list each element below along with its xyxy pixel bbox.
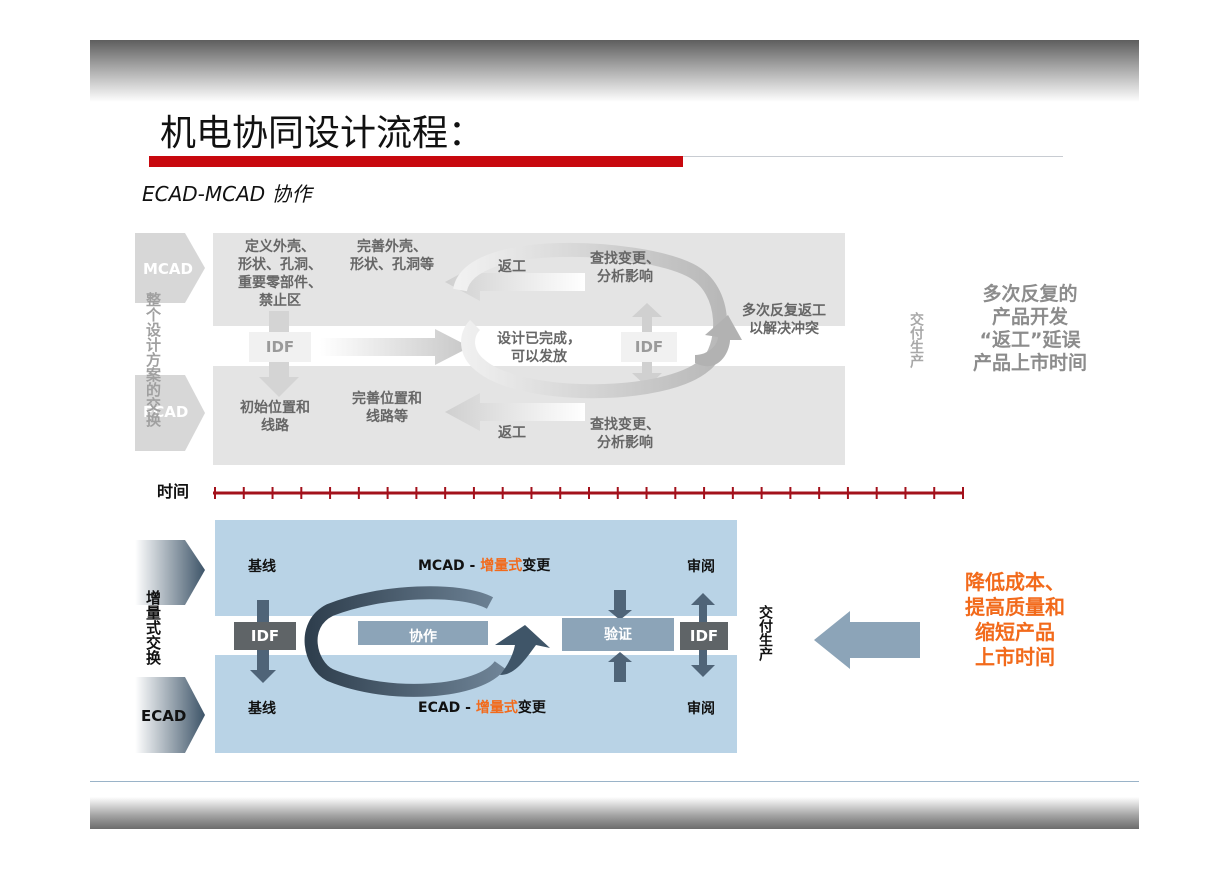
ecad-chevron [135, 375, 205, 451]
find-change-top: 查找变更、 分析影响 [590, 251, 660, 285]
mcad-chevron-blue [135, 540, 205, 605]
ecad-tag-top: ECAD [143, 403, 189, 421]
rework-delay-note: 多次反复的 产品开发 “返工”延误 产品上市时间 [972, 283, 1087, 374]
rework-label-bottom: 返工 [498, 425, 526, 441]
initial-placement-text: 初始位置和 线路 [240, 400, 310, 434]
design-complete-text: 设计已完成， 可以发放 [497, 331, 581, 365]
find-change-bottom: 查找变更、 分析影响 [590, 417, 660, 451]
slide-subtitle: ECAD-MCAD 协作 [142, 182, 312, 206]
mcad-tag-top: MCAD [143, 260, 193, 278]
benefit-note: 降低成本、 提高质量和 缩短产品 上市时间 [965, 570, 1065, 669]
rework-label-top: 返工 [498, 259, 526, 275]
idf-box-bottom-left: IDF [234, 622, 296, 650]
timeline-label: 时间 [157, 482, 190, 501]
rework-arrow-bottom [445, 393, 585, 431]
collab-loop-head [495, 625, 550, 675]
multi-rework-text: 多次反复返工 以解决冲突 [742, 303, 826, 337]
footer-band [90, 797, 1139, 829]
define-outline-text: 定义外壳、 形状、孔洞、 重要零部件、 禁止区 [238, 239, 322, 309]
deliver-production-bottom: 交付生产 [757, 605, 773, 661]
timeline-axis [213, 487, 964, 499]
ecad-tag-bottom: ECAD [141, 707, 187, 725]
footer-line [90, 781, 1139, 782]
top-diagram-graphics [135, 233, 845, 465]
ecad-incremental-change: ECAD - 增量式变更 [418, 700, 546, 716]
baseline-bottom: 基线 [248, 701, 276, 717]
baseline-top: 基线 [248, 559, 276, 575]
refine-outline-text: 完善外壳、 形状、孔洞等 [350, 239, 434, 273]
ecad-chevron-blue [135, 677, 205, 753]
benefit-arrow [814, 611, 920, 669]
verify-box: 验证 [604, 627, 632, 643]
title-rule [683, 156, 1063, 157]
title-underline [149, 156, 683, 167]
full-exchange-label: 整个设计方案的交换 [144, 292, 162, 427]
idf-box-top-left: IDF [249, 332, 311, 362]
collaboration-box: 协作 [409, 629, 437, 645]
bottom-diagram-graphics [135, 520, 920, 753]
idf-box-bottom-right: IDF [680, 622, 728, 650]
header-band [90, 40, 1139, 102]
idf-to-release-arrow [320, 329, 470, 365]
rework-loop-head [695, 315, 742, 367]
deliver-production-top: 交付生产 [908, 312, 924, 368]
mcad-chevron [135, 233, 205, 303]
collab-loop-ring [304, 586, 506, 697]
ecad-lane-blue [215, 655, 737, 753]
incremental-exchange-label: 增量式交换 [144, 590, 162, 665]
refine-placement-text: 完善位置和 线路等 [352, 391, 422, 425]
review-top: 审阅 [687, 559, 715, 575]
review-bottom: 审阅 [687, 701, 715, 717]
mcad-incremental-change: MCAD - 增量式变更 [418, 558, 551, 574]
idf-box-top-right: IDF [621, 332, 677, 362]
slide-title: 机电协同设计流程： [160, 113, 485, 154]
